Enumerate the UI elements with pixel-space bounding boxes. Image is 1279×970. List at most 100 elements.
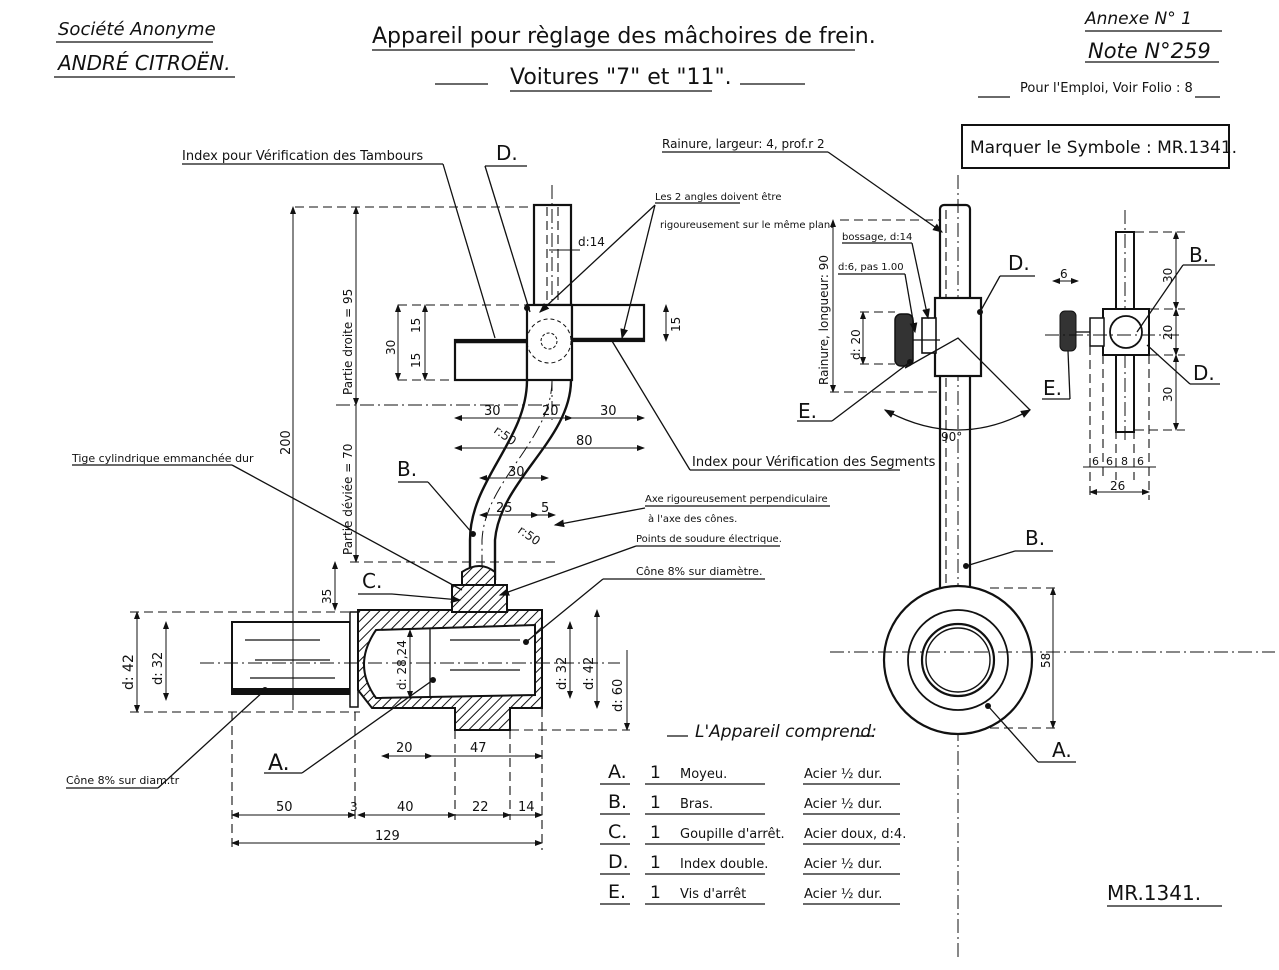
dim-d20: d: 20 bbox=[849, 329, 863, 360]
part-material: Acier ½ dur. bbox=[804, 857, 882, 872]
dim-w22: 22 bbox=[472, 800, 489, 815]
dim-partie-droite: Partie droite = 95 bbox=[341, 289, 355, 395]
part-letter: E. bbox=[608, 881, 626, 903]
company-line1: Société Anonyme bbox=[58, 19, 216, 40]
part-label-E-detail: E. bbox=[1043, 376, 1062, 400]
dim-w5: 5 bbox=[541, 501, 549, 516]
annotation-angles-line2: rigoureusement sur le même plan. bbox=[660, 219, 833, 231]
reference-block: Annexe N° 1 Note N°259 Pour l'Emploi, Vo… bbox=[961, 9, 1237, 169]
dim-d42-right: d: 42 bbox=[582, 657, 597, 690]
drawing-reference: MR.1341. bbox=[1107, 881, 1201, 905]
angle-90: 90° bbox=[941, 430, 962, 444]
part-name: Goupille d'arrêt. bbox=[680, 827, 785, 842]
part-label-C-main: C. bbox=[362, 569, 382, 593]
annotation-cone-diametre: Cône 8% sur diamètre. bbox=[636, 565, 762, 578]
dim-w30-bend: 30 bbox=[508, 465, 525, 480]
part-label-D-detail: D. bbox=[1193, 361, 1215, 385]
part-label-D-main: D. bbox=[496, 141, 518, 165]
dim-knob-6: 6 bbox=[1060, 267, 1068, 281]
dim-w3: 3 bbox=[350, 800, 358, 814]
dim-h15a: 15 bbox=[409, 318, 423, 333]
dim-w80: 80 bbox=[576, 434, 593, 449]
dim-d42-left: d: 42 bbox=[121, 654, 137, 690]
company-block: Société Anonyme ANDRÉ CITROËN. bbox=[54, 19, 235, 78]
dim-h30: 30 bbox=[384, 340, 398, 355]
part-label-E-side: E. bbox=[798, 399, 817, 423]
part-quantity: 1 bbox=[650, 763, 661, 783]
dim-d32-left: d: 32 bbox=[151, 652, 166, 685]
part-label-B-side: B. bbox=[1025, 526, 1045, 550]
dim-6a: 6 bbox=[1092, 455, 1099, 468]
part-quantity: 1 bbox=[650, 853, 661, 873]
annotation-cone-diam-short: Cône 8% sur diam.tr bbox=[66, 774, 180, 787]
title-block: Appareil pour règlage des mâchoires de f… bbox=[372, 24, 876, 92]
part-material: Acier doux, d:4. bbox=[804, 827, 906, 842]
main-dimension-labels: d:14 15 15 30 15 30 20 30 80 r:50 30 25 … bbox=[121, 235, 683, 844]
main-elevation-view bbox=[200, 185, 646, 731]
dim-w20: 20 bbox=[542, 404, 559, 419]
dim-8: 8 bbox=[1121, 455, 1128, 468]
main-dimension-lines bbox=[130, 206, 669, 850]
dim-6b: 6 bbox=[1106, 455, 1113, 468]
dim-d14: d:14 bbox=[578, 235, 605, 249]
part-material: Acier ½ dur. bbox=[804, 887, 882, 902]
part-label-A-main: A. bbox=[268, 751, 290, 776]
dim-h30-top: 30 bbox=[1161, 268, 1175, 283]
part-letter: A. bbox=[608, 761, 627, 783]
part-label-B-detail: B. bbox=[1189, 243, 1209, 267]
dim-d32-right: d: 32 bbox=[555, 657, 570, 690]
annotation-bossage: bossage, d:14 bbox=[842, 232, 912, 243]
dim-total-200: 200 bbox=[279, 430, 294, 455]
part-letter: B. bbox=[608, 791, 627, 813]
part-label-A-side: A. bbox=[1052, 738, 1072, 762]
dim-w40: 40 bbox=[397, 800, 414, 815]
note-number: Note N°259 bbox=[1088, 39, 1211, 63]
dim-w30-right: 30 bbox=[600, 404, 617, 419]
annexe-number: Annexe N° 1 bbox=[1084, 9, 1192, 29]
dim-h35: 35 bbox=[320, 589, 334, 604]
part-name: Index double. bbox=[680, 857, 768, 872]
annotation-index-tambours: Index pour Vérification des Tambours bbox=[182, 149, 423, 164]
annotation-angles-line1: Les 2 angles doivent être bbox=[655, 191, 781, 203]
part-name: Bras. bbox=[680, 797, 713, 812]
part-label-B-main: B. bbox=[397, 457, 417, 481]
dim-r50-bottom: r:50 bbox=[515, 523, 543, 548]
title-line1: Appareil pour règlage des mâchoires de f… bbox=[372, 24, 876, 49]
dim-w47: 47 bbox=[470, 741, 487, 756]
annotations: Index pour Vérification des Tambours D. … bbox=[66, 137, 1220, 789]
part-label-D-side: D. bbox=[1008, 251, 1030, 275]
dim-w25: 25 bbox=[496, 501, 513, 516]
annotation-tige: Tige cylindrique emmanchée dur bbox=[71, 452, 254, 465]
part-name: Moyeu. bbox=[680, 767, 727, 782]
annotation-axe-line1: Axe rigoureusement perpendiculaire bbox=[645, 494, 828, 505]
dim-w30-left: 30 bbox=[484, 404, 501, 419]
part-material: Acier ½ dur. bbox=[804, 797, 882, 812]
dim-w20-bottom: 20 bbox=[396, 741, 413, 756]
annotation-vis-spec: d:6, pas 1.00 bbox=[838, 262, 904, 273]
dim-6c: 6 bbox=[1137, 455, 1144, 468]
dim-h15-right: 15 bbox=[669, 317, 683, 332]
dim-w129: 129 bbox=[375, 829, 400, 844]
parts-list-row: D. 1 Index double. Acier ½ dur. bbox=[600, 851, 900, 875]
part-material: Acier ½ dur. bbox=[804, 767, 882, 782]
part-quantity: 1 bbox=[650, 823, 661, 843]
marking-instruction: Marquer le Symbole : MR.1341. bbox=[970, 138, 1237, 158]
dim-partie-deviee: Partie déviée = 70 bbox=[341, 444, 355, 555]
title-line2: Voitures "7" et "11". bbox=[510, 65, 732, 90]
parts-list-row: A. 1 Moyeu. Acier ½ dur. bbox=[600, 761, 900, 785]
dim-d58: 58 bbox=[1039, 653, 1053, 668]
dim-d28: d: 28,24 bbox=[395, 640, 409, 690]
dim-26: 26 bbox=[1110, 479, 1125, 493]
part-name: Vis d'arrêt bbox=[680, 887, 746, 902]
dim-h15b: 15 bbox=[409, 353, 423, 368]
parts-list-title: L'Appareil comprend: bbox=[695, 722, 877, 742]
marking-box bbox=[961, 124, 1230, 169]
parts-list: L'Appareil comprend: A. 1 Moyeu. Acier ½ du… bbox=[600, 722, 906, 905]
part-letter: D. bbox=[608, 851, 629, 873]
dim-d60: d: 60 bbox=[611, 679, 626, 712]
annotation-axe-line2: à l'axe des cônes. bbox=[648, 513, 737, 525]
